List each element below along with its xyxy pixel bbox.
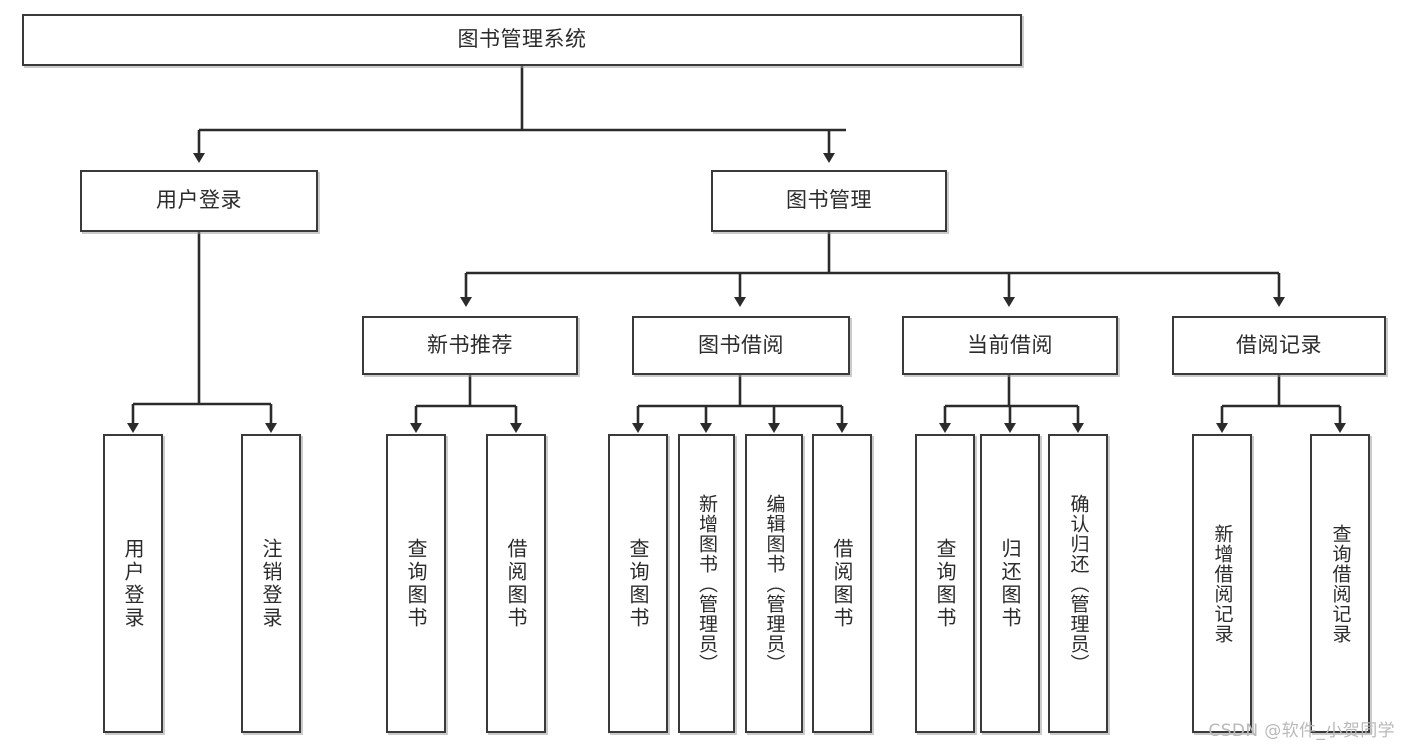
leaf-query-book-current[interactable]: 查询图书 — [915, 434, 975, 733]
leaf-edit-book-admin-label: 编辑图书（管理员） — [763, 493, 786, 674]
leaf-return-book-label: 归还图书 — [998, 537, 1022, 630]
leaf-confirm-return-admin-label: 确认归还（管理员） — [1067, 493, 1090, 674]
leaf-borrow-book-borrow[interactable]: 借阅图书 — [812, 434, 872, 733]
leaf-edit-book-admin[interactable]: 编辑图书（管理员） — [745, 434, 803, 733]
node-root[interactable]: 图书管理系统 — [22, 14, 1022, 66]
node-book-borrow-label: 图书借阅 — [698, 332, 784, 357]
leaf-return-book[interactable]: 归还图书 — [980, 434, 1040, 733]
leaf-add-book-admin[interactable]: 新增图书（管理员） — [678, 434, 735, 733]
node-new-book-recommend-label: 新书推荐 — [427, 332, 513, 357]
node-book-borrow[interactable]: 图书借阅 — [632, 316, 850, 375]
leaf-query-borrow-record-label: 查询借阅记录 — [1329, 523, 1352, 644]
node-user-login[interactable]: 用户登录 — [80, 170, 318, 232]
leaf-borrow-book-newbook-label: 借阅图书 — [504, 537, 528, 630]
node-user-login-label: 用户登录 — [156, 188, 242, 213]
node-root-label: 图书管理系统 — [457, 27, 587, 52]
leaf-add-borrow-record-label: 新增借阅记录 — [1211, 523, 1234, 644]
node-book-management-label: 图书管理 — [786, 188, 872, 213]
node-current-borrow-label: 当前借阅 — [967, 332, 1053, 357]
leaf-borrow-book-borrow-label: 借阅图书 — [830, 537, 854, 630]
leaf-borrow-book-newbook[interactable]: 借阅图书 — [486, 434, 546, 733]
leaf-query-book-borrow-label: 查询图书 — [626, 537, 650, 630]
leaf-query-book-borrow[interactable]: 查询图书 — [608, 434, 668, 733]
node-new-book-recommend[interactable]: 新书推荐 — [362, 316, 578, 375]
leaf-logout[interactable]: 注销登录 — [241, 434, 301, 733]
watermark-text: CSDN @软件_小贺同学 — [1208, 721, 1395, 741]
node-book-management[interactable]: 图书管理 — [711, 170, 947, 232]
leaf-logout-label: 注销登录 — [259, 537, 283, 630]
node-borrow-record[interactable]: 借阅记录 — [1172, 316, 1386, 375]
leaf-query-borrow-record[interactable]: 查询借阅记录 — [1310, 434, 1370, 733]
leaf-query-book-newbook[interactable]: 查询图书 — [386, 434, 446, 733]
leaf-confirm-return-admin[interactable]: 确认归还（管理员） — [1048, 434, 1108, 733]
node-current-borrow[interactable]: 当前借阅 — [902, 316, 1118, 375]
leaf-user-login-label: 用户登录 — [121, 537, 145, 630]
leaf-query-book-newbook-label: 查询图书 — [404, 537, 428, 630]
leaf-user-login[interactable]: 用户登录 — [103, 434, 163, 733]
leaf-add-borrow-record[interactable]: 新增借阅记录 — [1192, 434, 1252, 733]
leaf-add-book-admin-label: 新增图书（管理员） — [696, 493, 718, 674]
node-borrow-record-label: 借阅记录 — [1236, 332, 1322, 357]
leaf-query-book-current-label: 查询图书 — [933, 537, 957, 630]
